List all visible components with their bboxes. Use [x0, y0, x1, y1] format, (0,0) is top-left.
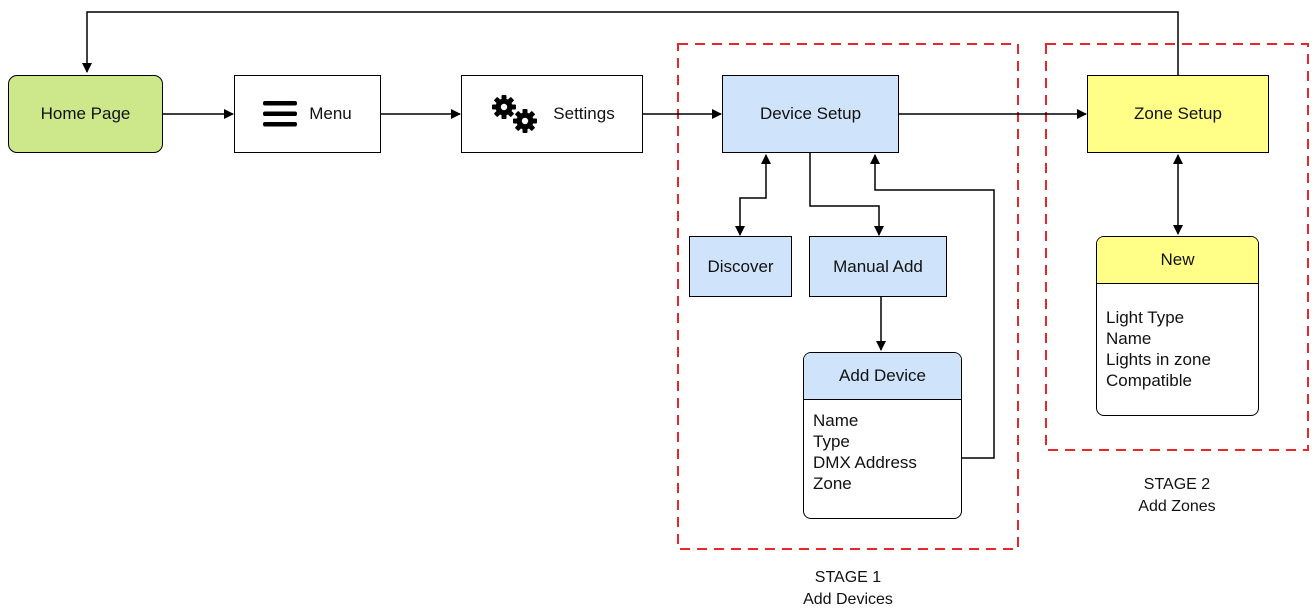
field-zone: Zone: [813, 474, 852, 493]
stage2-name: STAGE 2: [1143, 476, 1211, 493]
home-page-node: Home Page: [8, 75, 163, 153]
menu-node: Menu: [234, 75, 381, 153]
field-type: Type: [813, 432, 850, 451]
edge-device-manual: [809, 153, 884, 236]
add-device-title: Add Device: [839, 366, 926, 385]
add-device-card: Add Device Name Type DMX Address Zone: [803, 352, 962, 519]
settings-label: Settings: [553, 104, 615, 123]
hamburger-icon: [263, 100, 298, 128]
edge-device-discover: [735, 154, 771, 236]
edge-adddevice-device: [870, 154, 995, 459]
add-device-header: Add Device: [804, 353, 961, 400]
discover-node: Discover: [689, 236, 792, 297]
field-zone-name: Name: [1106, 329, 1152, 348]
device-setup-label: Device Setup: [759, 104, 862, 123]
home-page-label: Home Page: [40, 104, 131, 123]
menu-label: Menu: [309, 104, 352, 123]
add-device-fields: Name Type DMX Address Zone: [804, 400, 961, 494]
new-zone-header: New: [1097, 237, 1258, 284]
device-setup-node: Device Setup: [722, 75, 899, 153]
field-lights-in-zone: Lights in zone: [1106, 350, 1211, 369]
stage2-label: STAGE 2 Add Zones: [1077, 474, 1277, 518]
settings-node: Settings: [461, 75, 643, 153]
discover-label: Discover: [707, 256, 774, 276]
field-name: Name: [813, 411, 859, 430]
stage2-boundary: [1045, 43, 1309, 451]
stage1-caption: Add Devices: [803, 591, 893, 608]
zone-setup-label: Zone Setup: [1134, 104, 1222, 123]
field-dmx-address: DMX Address: [813, 453, 917, 472]
new-zone-card: New Light Type Name Lights in zone Compa…: [1096, 236, 1259, 416]
field-compatible: Compatible: [1106, 371, 1192, 390]
field-light-type: Light Type: [1106, 308, 1185, 327]
gears-icon: [489, 94, 541, 134]
stage1-boundary: [677, 43, 1019, 550]
zone-setup-node: Zone Setup: [1087, 75, 1269, 153]
stage1-name: STAGE 1: [814, 569, 882, 586]
new-zone-fields: Light Type Name Lights in zone Compatibl…: [1097, 284, 1258, 391]
manual-add-label: Manual Add: [833, 256, 923, 276]
stage2-caption: Add Zones: [1138, 498, 1216, 515]
edge-zone-home: [82, 11, 1179, 75]
new-zone-title: New: [1160, 250, 1195, 269]
manual-add-node: Manual Add: [809, 236, 947, 297]
stage1-label: STAGE 1 Add Devices: [748, 567, 948, 611]
